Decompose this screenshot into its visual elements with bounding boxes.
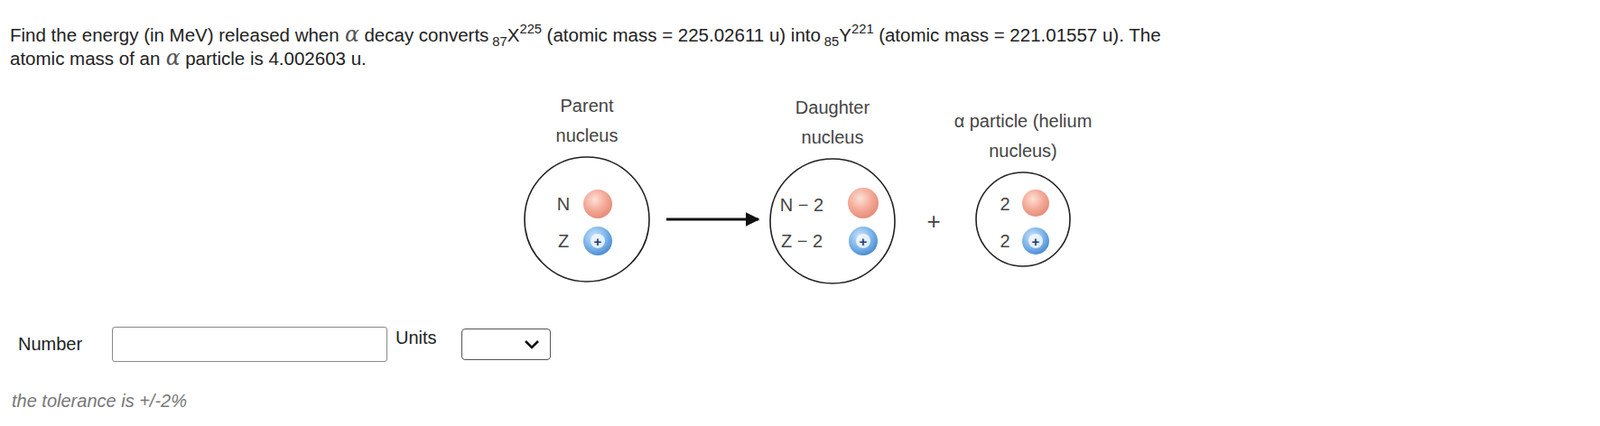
- nucleon-count: N: [557, 194, 570, 214]
- nucleus-heading: Daughter nucleus: [782, 93, 883, 153]
- nucleon-count: 2: [999, 194, 1010, 214]
- nucleus-heading: α particle (helium nucleus): [944, 106, 1103, 167]
- nucleon-count: 2: [999, 231, 1010, 252]
- question-line: atomic mass of an αparticle is 4.002603 u…: [9, 46, 367, 71]
- field-label: Units: [395, 327, 438, 349]
- charge-sign: +: [1032, 234, 1041, 249]
- select-chevron: [522, 338, 541, 352]
- question-text: Find the energy (in MeV) released when: [9, 24, 340, 46]
- proton-charge-disc: [1028, 233, 1043, 249]
- question-text: Y: [838, 24, 852, 46]
- nuclide-index: 225: [519, 21, 542, 37]
- nucleus-circle: Parent nucleusNZ+: [523, 156, 651, 283]
- tolerance-note: the tolerance is +/-2%: [11, 390, 187, 412]
- nucleon-count: Z − 2: [781, 231, 823, 252]
- nucleon-count: Z: [558, 231, 569, 252]
- proton-charge-disc: [855, 233, 871, 249]
- nucleus-outline: [975, 171, 1071, 268]
- question-line: Find the energy (in MeV) released whenαd…: [9, 17, 1162, 54]
- nucleus-outline: [524, 157, 650, 282]
- nuclide-index: 87: [492, 34, 507, 49]
- proton-charge-disc: [590, 233, 605, 249]
- greek-symbol: α: [166, 45, 181, 71]
- field-label: Number: [18, 334, 83, 355]
- nucleus-outline: [769, 158, 896, 285]
- neutron-ball: [583, 189, 613, 219]
- charge-sign: +: [594, 234, 603, 249]
- nucleus-outline: [523, 156, 651, 283]
- greek-symbol: α: [344, 21, 360, 47]
- question-text: decay converts: [363, 24, 489, 46]
- reaction-arrow: [666, 217, 759, 221]
- units-select: [461, 328, 551, 361]
- question-text: atomic mass of an: [9, 47, 160, 69]
- charge-sign: +: [859, 234, 868, 249]
- question-text: (atomic mass = 221.01557 u). The: [878, 24, 1161, 46]
- nucleus-circle: Daughter nucleusN − 2Z − 2+: [769, 158, 896, 285]
- nucleus-outline: [770, 158, 895, 284]
- nucleus-circle: α particle (helium nucleus)22+: [975, 171, 1071, 268]
- neutron-ball: [1022, 189, 1050, 217]
- proton-ball: [1022, 227, 1050, 255]
- question-text: particle is 4.002603 u.: [185, 47, 367, 69]
- proton-ball: [583, 226, 613, 256]
- nucleus-heading: Parent nucleus: [541, 91, 633, 151]
- nucleon-count: N − 2: [780, 195, 824, 215]
- question-text: (atomic mass = 225.02611 u) into: [547, 24, 821, 46]
- plus-sign: +: [926, 207, 940, 236]
- proton-ball: [848, 226, 878, 256]
- nucleus-outline: [976, 172, 1070, 267]
- question-text: X: [507, 24, 521, 46]
- nuclide-index: 85: [824, 34, 839, 49]
- answer-input: [111, 326, 388, 363]
- nuclide-index: 221: [851, 21, 875, 37]
- neutron-ball: [847, 187, 879, 219]
